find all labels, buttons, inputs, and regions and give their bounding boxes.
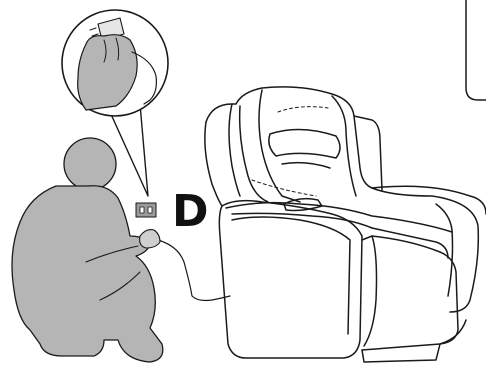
adjacent-panel-border — [466, 0, 486, 100]
wall-outlet — [136, 203, 156, 217]
callout-pointer — [110, 104, 148, 196]
power-cord — [158, 240, 230, 301]
person-hand — [140, 230, 160, 248]
power-recliner-chair — [205, 87, 486, 362]
person-head — [64, 138, 116, 190]
step-letter: D — [172, 190, 209, 234]
